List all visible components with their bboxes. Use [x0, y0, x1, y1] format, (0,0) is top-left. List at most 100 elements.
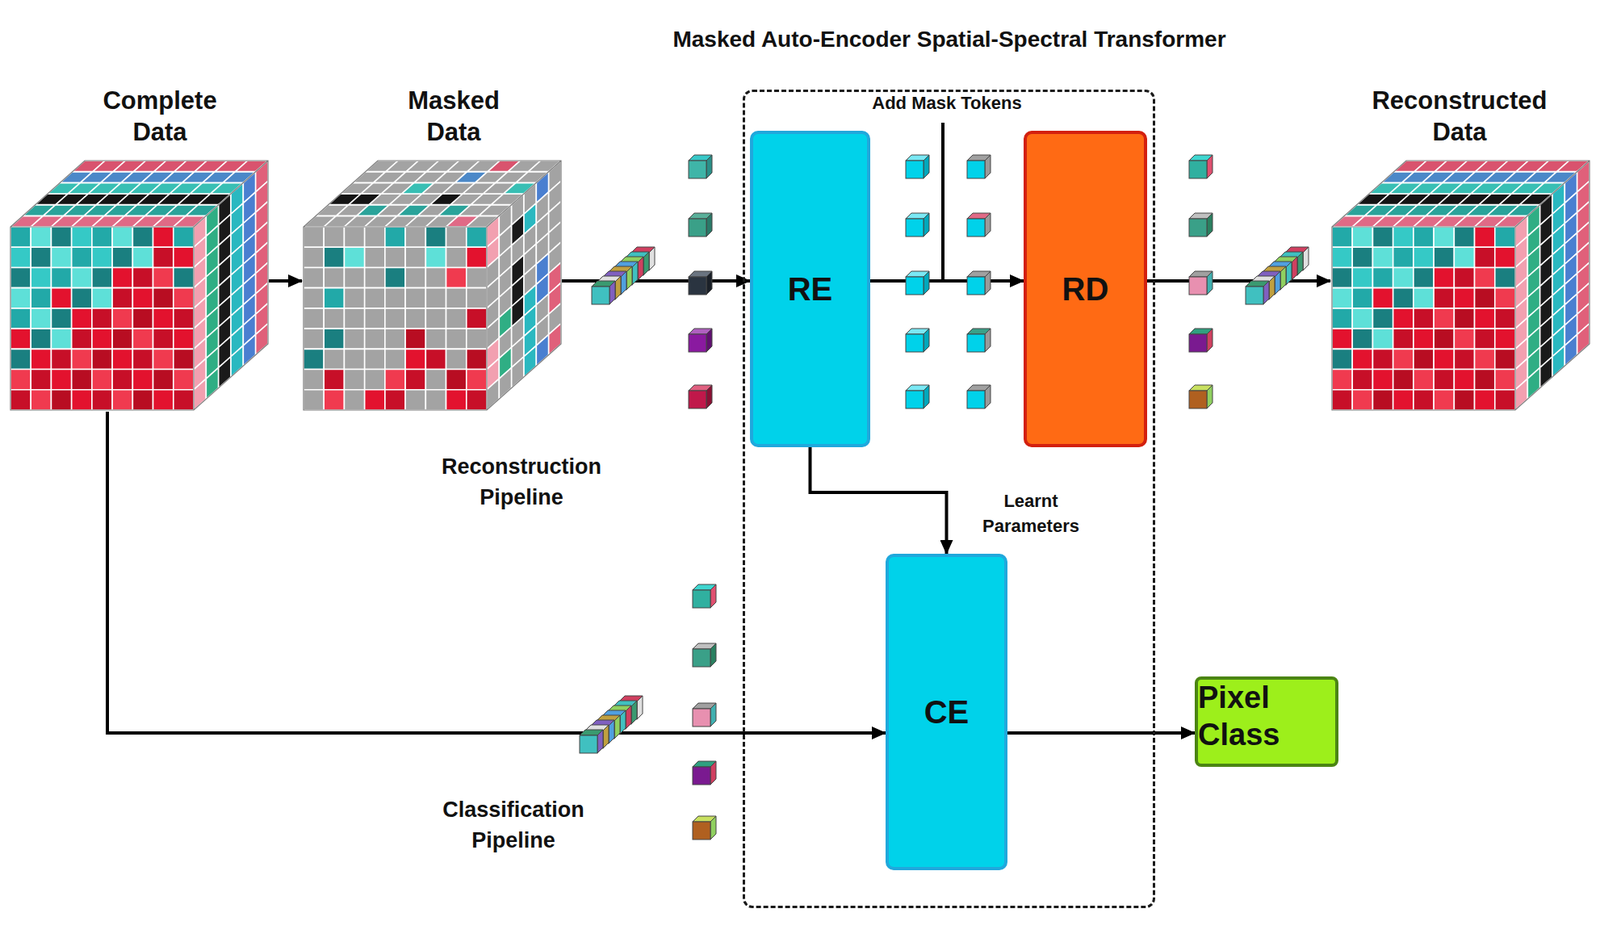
cube-front-cell [466, 267, 487, 288]
cube-front-cell [425, 247, 446, 268]
cube-front-cell [1474, 369, 1496, 390]
token-side [706, 271, 713, 295]
cube-front-cell [112, 226, 133, 248]
token-front [905, 390, 924, 409]
token-side [637, 256, 644, 281]
flow-arrow [810, 447, 947, 554]
token-side [597, 729, 604, 754]
token-cube [1189, 271, 1213, 295]
cube-front-cell [303, 328, 324, 349]
cube-front-cell [1474, 267, 1496, 288]
box-label: RD [1062, 269, 1110, 309]
cube-front-cell [71, 369, 93, 390]
token-side [615, 276, 621, 300]
cube-front-cell [1393, 308, 1414, 329]
cube-front-cell [1372, 348, 1393, 369]
cube-front-cell [385, 267, 406, 288]
token-side [923, 154, 930, 179]
token-side [984, 271, 991, 295]
cube-front-cell [1331, 247, 1353, 268]
token-front [688, 390, 707, 409]
token-cube [967, 328, 991, 352]
cube-side-cell [498, 367, 511, 399]
pipeline-label: Reconstruction Pipeline [420, 452, 623, 514]
cube-front-cell [385, 288, 406, 309]
cube-front-cell [112, 267, 133, 288]
cube-front-cell [1372, 226, 1393, 248]
token-cube [688, 271, 713, 295]
token-front [688, 334, 707, 352]
token-front [692, 708, 711, 727]
cube-front-cell [466, 226, 487, 248]
token-side [1280, 266, 1286, 290]
cube-front-cell [173, 389, 194, 411]
cube-front-cell [323, 369, 344, 390]
cube-front-cell [30, 389, 51, 411]
cube-front-cell [10, 389, 31, 411]
cube-front-cell [1372, 247, 1393, 268]
cube-front-cell [1453, 328, 1475, 349]
cube-side-cell [486, 378, 499, 411]
cube-front-cell [323, 348, 344, 369]
cube-front-cell [71, 348, 93, 369]
cube-front-cell [132, 308, 153, 329]
cube-front-cell [303, 369, 324, 390]
cube-front-cell [30, 226, 51, 248]
cube-front-cell [50, 389, 72, 411]
reconstructed-cube: Reconstructed Data [1330, 84, 1591, 412]
cube-front-cell [1453, 247, 1475, 268]
token-front [692, 590, 711, 608]
cube-front-cell [1433, 267, 1454, 288]
cube-front-cell [1393, 247, 1414, 268]
cube-front-cell [446, 247, 467, 268]
cube-front-cell [1331, 226, 1353, 248]
cube-front-cell [1331, 328, 1353, 349]
cube-front-cell [446, 389, 467, 411]
cube-front-cell [364, 247, 386, 268]
cube-front-cell [50, 288, 72, 309]
token-cube [688, 154, 713, 179]
cube-front-cell [1433, 226, 1454, 248]
cube-front-cell [1495, 247, 1516, 268]
cube-side-cell [193, 378, 206, 411]
cube-front-cell [1474, 389, 1496, 411]
group-title: Masked Auto-Encoder Spatial-Spectral Tra… [586, 25, 1313, 54]
cube-front-cell [30, 328, 51, 349]
cube-front-cell [446, 328, 467, 349]
cube-front-cell [385, 226, 406, 248]
token-front [967, 390, 985, 409]
data-heading: Reconstructed Data [1366, 84, 1553, 148]
cube-front-cell [323, 328, 344, 349]
cube-front-cell [405, 348, 426, 369]
cube-side-cell [511, 356, 524, 389]
cube-front-cell [425, 369, 446, 390]
cube-front-cell [1372, 288, 1393, 309]
cube-front-cell [364, 348, 386, 369]
token-cube [688, 328, 713, 352]
cube-front-cell [1453, 348, 1475, 369]
cube-front-cell [50, 226, 72, 248]
cube-front-cell [1393, 267, 1414, 288]
cube-front-cell [1413, 226, 1434, 248]
cube-front-cell [446, 288, 467, 309]
token-front [688, 218, 707, 237]
token-side [923, 385, 930, 409]
token-side [608, 720, 615, 744]
cube-front-cell [303, 348, 324, 369]
cube-outline [10, 160, 269, 411]
cube-front-cell [1372, 267, 1393, 288]
cube-front-cell [1413, 328, 1434, 349]
token-side [626, 266, 633, 290]
token-cube [692, 584, 717, 608]
cube-front-cell [1331, 308, 1353, 329]
cube-front-cell [303, 267, 324, 288]
label-holder: Classification Pipeline [412, 795, 615, 857]
cube-front-cell [323, 247, 344, 268]
token-side [1206, 154, 1213, 179]
cube-front-cell [466, 389, 487, 411]
cube-front-cell [385, 348, 406, 369]
cube-front-cell [1352, 328, 1373, 349]
cube-front-cell [425, 328, 446, 349]
cube-front-cell [405, 308, 426, 329]
edge-label-holder: Learnt Parameters [966, 489, 1096, 540]
